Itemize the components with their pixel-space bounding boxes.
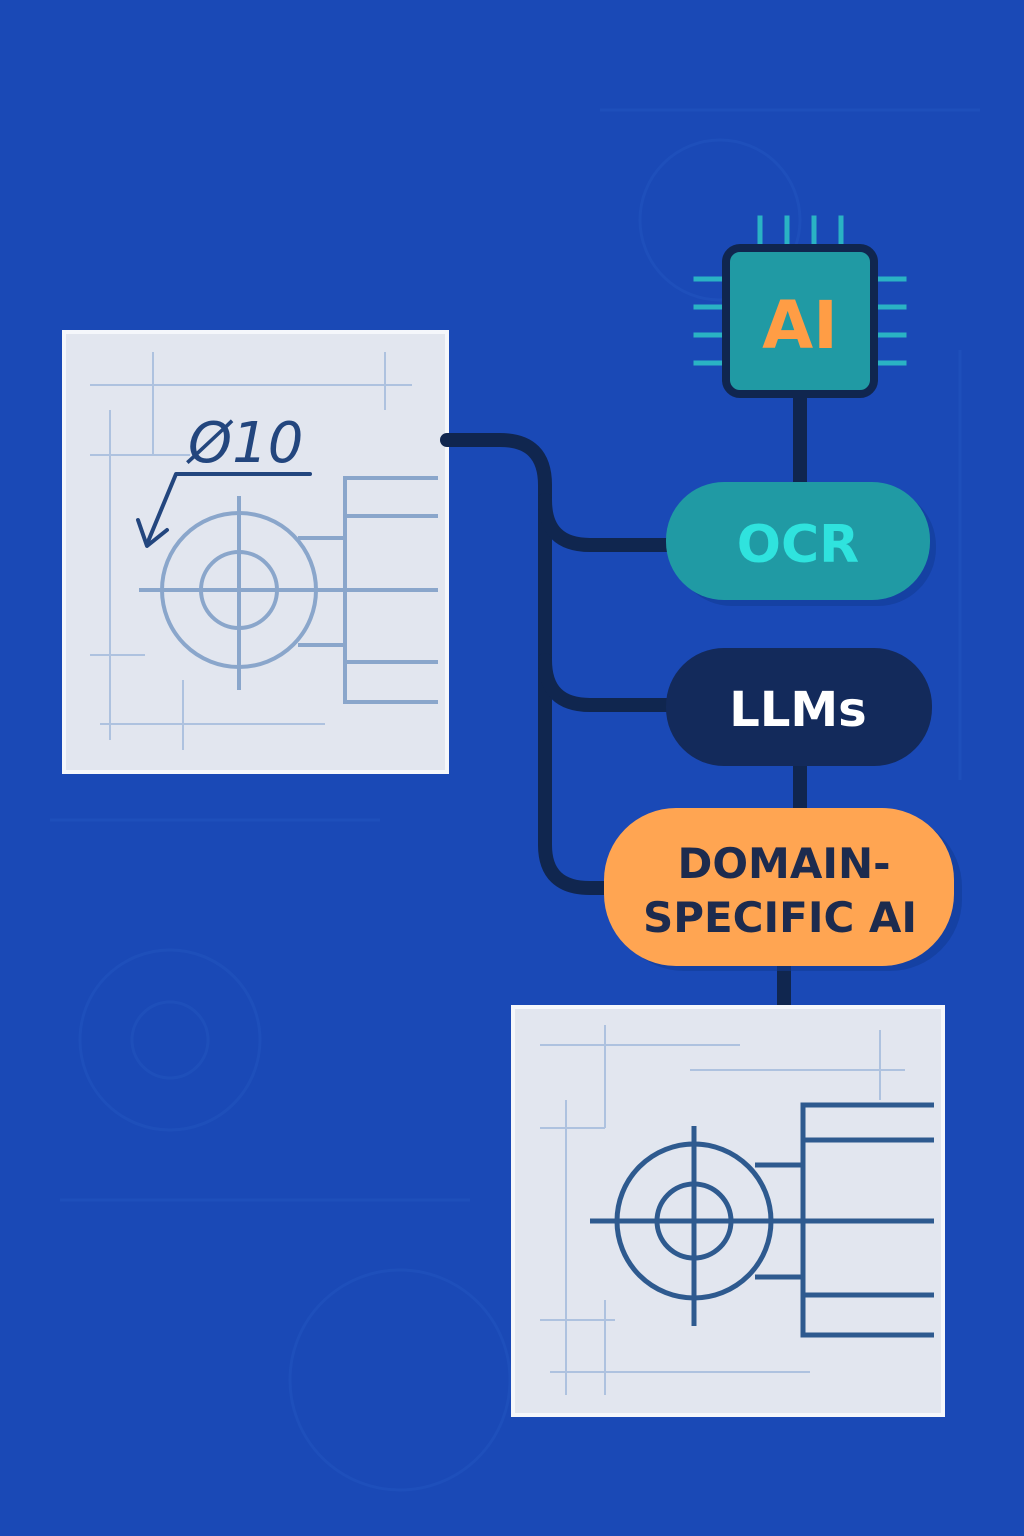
input-drawing-grid — [90, 352, 412, 750]
ai-chip-icon: AI — [693, 215, 907, 398]
dimension-label: Ø10 — [186, 411, 303, 476]
connector-to-llms — [538, 653, 679, 712]
domain-node-body — [604, 808, 954, 966]
domain-specific-ai-node: DOMAIN- SPECIFIC AI — [604, 808, 962, 971]
background-texture — [50, 108, 980, 1492]
llms-label: LLMs — [729, 682, 867, 738]
ocr-node-body — [666, 482, 930, 600]
ocr-node: OCR — [666, 482, 936, 606]
connector-input-trunk — [440, 433, 617, 895]
dimension-leader-arrow-icon — [136, 472, 312, 548]
input-drawing-card: Ø10 — [62, 330, 449, 774]
domain-label-line1: DOMAIN- — [677, 839, 890, 888]
llms-node-body — [666, 648, 932, 766]
ocr-label: OCR — [737, 515, 859, 575]
technical-drawing-icon — [590, 1102, 934, 1338]
output-drawing-card — [511, 1005, 945, 1417]
technical-drawing-icon — [139, 476, 438, 704]
chip-pins — [693, 215, 907, 366]
chip-body — [722, 244, 878, 398]
llms-node: LLMs — [666, 648, 932, 766]
output-drawing-grid — [540, 1025, 905, 1395]
chip-label: AI — [762, 287, 838, 364]
input-drawing-paper — [62, 330, 449, 774]
connector-to-ocr — [538, 493, 679, 552]
domain-label-line2: SPECIFIC AI — [643, 893, 917, 942]
